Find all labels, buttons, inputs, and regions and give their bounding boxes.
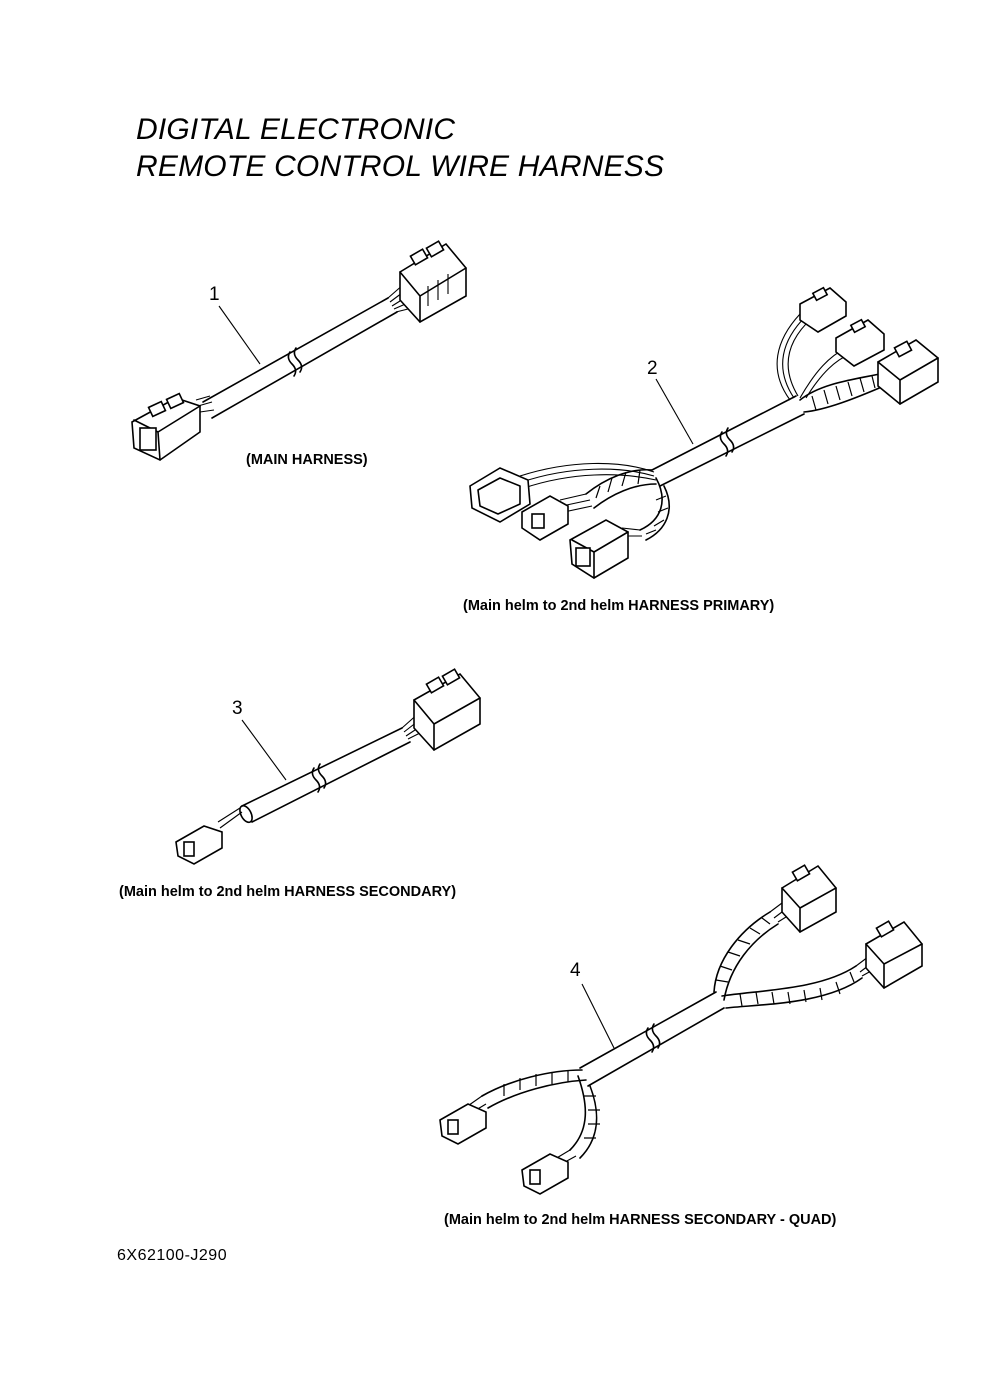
callout-2: 2 bbox=[647, 358, 658, 379]
caption-harness-secondary-quad: (Main helm to 2nd helm HARNESS SECONDARY… bbox=[444, 1212, 837, 1228]
caption-main-harness: (MAIN HARNESS) bbox=[246, 452, 368, 468]
secondary-right-connector bbox=[413, 668, 481, 752]
main-harness-drawing bbox=[131, 240, 467, 461]
leader-line-4 bbox=[581, 983, 615, 1049]
primary-connector-bottom-left bbox=[569, 519, 629, 579]
leader-line-2 bbox=[655, 378, 694, 445]
caption-harness-secondary: (Main helm to 2nd helm HARNESS SECONDARY… bbox=[119, 884, 457, 900]
primary-connector-large-left bbox=[469, 467, 531, 523]
diagram-title-line-1: DIGITAL ELECTRONIC bbox=[136, 113, 456, 146]
main-harness-left-connector bbox=[131, 392, 215, 461]
harness-quad-drawing bbox=[439, 864, 923, 1195]
secondary-left-connector bbox=[175, 825, 223, 865]
diagram-title-line-2: REMOTE CONTROL WIRE HARNESS bbox=[136, 150, 665, 183]
quad-connector-left-upper bbox=[439, 1103, 487, 1145]
callout-1: 1 bbox=[209, 284, 220, 305]
quad-connector-left-lower bbox=[521, 1153, 569, 1195]
leader-line-1 bbox=[218, 305, 261, 365]
primary-connector-middle bbox=[835, 318, 885, 367]
callout-3: 3 bbox=[232, 698, 243, 719]
harness-secondary-drawing bbox=[175, 668, 481, 865]
harness-primary-drawing bbox=[469, 286, 939, 579]
primary-connector-small-left bbox=[521, 495, 569, 541]
part-number: 6X62100-J290 bbox=[117, 1247, 228, 1264]
primary-connector-right bbox=[877, 339, 939, 405]
main-harness-right-connector bbox=[399, 240, 467, 324]
quad-connector-right bbox=[865, 920, 923, 990]
primary-connector-top bbox=[799, 286, 847, 333]
callout-4: 4 bbox=[570, 960, 581, 981]
caption-harness-primary: (Main helm to 2nd helm HARNESS PRIMARY) bbox=[463, 598, 775, 614]
leader-line-3 bbox=[241, 719, 287, 781]
quad-connector-top bbox=[781, 864, 837, 934]
